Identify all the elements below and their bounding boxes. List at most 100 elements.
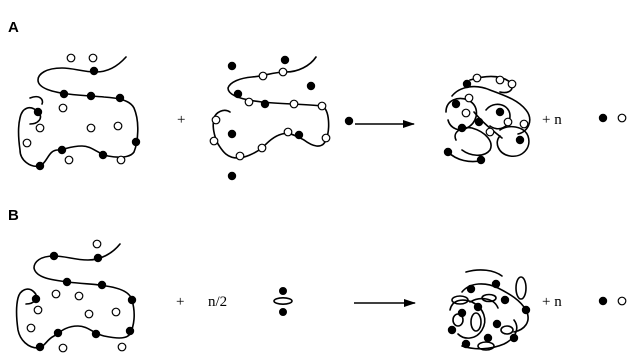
plus-sign-a: +: [177, 112, 185, 128]
open-dot: [235, 151, 245, 161]
open-dot: [26, 323, 36, 333]
filled-dot: [474, 117, 484, 127]
open-dot: [258, 71, 268, 81]
panel-a: A +: [8, 19, 627, 181]
filled-dot: [97, 280, 107, 290]
open-dot: [485, 127, 495, 137]
filled-dot: [443, 147, 453, 157]
open-dot: [464, 93, 474, 103]
filled-dot: [227, 129, 237, 139]
open-dot: [86, 123, 96, 133]
open-dot: [317, 101, 327, 111]
plus-n-a: + n: [542, 112, 562, 128]
open-dot: [507, 79, 517, 89]
filled-dot: [260, 99, 270, 109]
open-dot: [74, 291, 84, 301]
byproduct-pair-b: [598, 296, 627, 306]
open-dot: [64, 155, 74, 165]
filled-dot: [491, 279, 501, 289]
filled-dot: [344, 116, 354, 126]
polymer-a1-tail: [29, 95, 44, 105]
open-dot: [503, 117, 513, 127]
filled-dot: [57, 145, 67, 155]
open-dot: [617, 113, 627, 123]
open-dot: [88, 53, 98, 63]
panel-a-label: A: [8, 19, 19, 36]
filled-dot: [115, 93, 125, 103]
open-dot: [58, 103, 68, 113]
filled-dot: [457, 308, 467, 318]
panel-b-label: B: [8, 207, 19, 224]
filled-dot: [447, 325, 457, 335]
polymer-a1: [17, 53, 141, 171]
filled-dot: [515, 135, 525, 145]
open-dot: [35, 123, 45, 133]
open-dot: [283, 127, 293, 137]
filled-dot: [62, 277, 72, 287]
filled-dot: [227, 61, 237, 71]
filled-dot: [279, 287, 288, 296]
filled-dot: [98, 150, 108, 160]
filled-dot: [492, 319, 502, 329]
crosslink-loop: [477, 341, 495, 351]
open-dot: [519, 119, 529, 129]
crosslink-loop: [515, 276, 527, 300]
filled-dot: [294, 130, 304, 140]
open-dot: [495, 75, 505, 85]
filled-dot: [306, 81, 316, 91]
crosslink-loop: [470, 312, 482, 332]
filled-dot: [466, 284, 476, 294]
filled-dot: [521, 305, 531, 315]
crosslinker-ellipse: [273, 296, 293, 305]
filled-dot: [462, 79, 472, 89]
polymer-b1: [15, 239, 137, 353]
filled-dot: [31, 294, 41, 304]
polymer-a2: [209, 55, 354, 181]
crosslink-loop: [481, 293, 497, 303]
open-dot: [92, 239, 102, 249]
filled-dot: [35, 161, 45, 171]
open-dot: [117, 342, 127, 352]
filled-dot: [457, 123, 467, 133]
open-dot: [209, 136, 219, 146]
filled-dot: [279, 308, 288, 317]
filled-dot: [598, 296, 608, 306]
filled-dot: [473, 302, 483, 312]
open-dot: [84, 309, 94, 319]
filled-dot: [476, 155, 486, 165]
byproduct-pair-a: [598, 113, 627, 123]
crosslinker-molecule: [273, 287, 293, 317]
open-dot: [58, 343, 68, 353]
plus-sign-b: +: [176, 294, 184, 310]
coefficient-n-half: n/2: [208, 294, 227, 310]
open-dot: [66, 53, 76, 63]
open-dot: [257, 143, 267, 153]
filled-dot: [91, 329, 101, 339]
filled-dot: [598, 113, 608, 123]
polymer-a2-chain: [212, 56, 330, 159]
crosslinked-product-a: [443, 73, 531, 165]
filled-dot: [89, 66, 99, 76]
polymer-b1-chain: [15, 243, 135, 349]
filled-dot: [227, 171, 237, 181]
filled-dot: [59, 89, 69, 99]
open-dot: [116, 155, 126, 165]
filled-dot: [33, 107, 43, 117]
filled-dot: [509, 333, 519, 343]
filled-dot: [451, 99, 461, 109]
open-dot: [113, 121, 123, 131]
filled-dot: [127, 295, 137, 305]
open-dot: [33, 305, 43, 315]
filled-dot: [35, 342, 45, 352]
filled-dot: [233, 89, 243, 99]
filled-dot: [495, 107, 505, 117]
filled-dot: [93, 253, 103, 263]
filled-dot: [125, 326, 135, 336]
open-dot: [278, 67, 288, 77]
open-dot: [22, 138, 32, 148]
open-dot: [321, 133, 331, 143]
open-dot: [472, 73, 482, 83]
plus-n-b: + n: [542, 294, 562, 310]
open-dot: [289, 99, 299, 109]
